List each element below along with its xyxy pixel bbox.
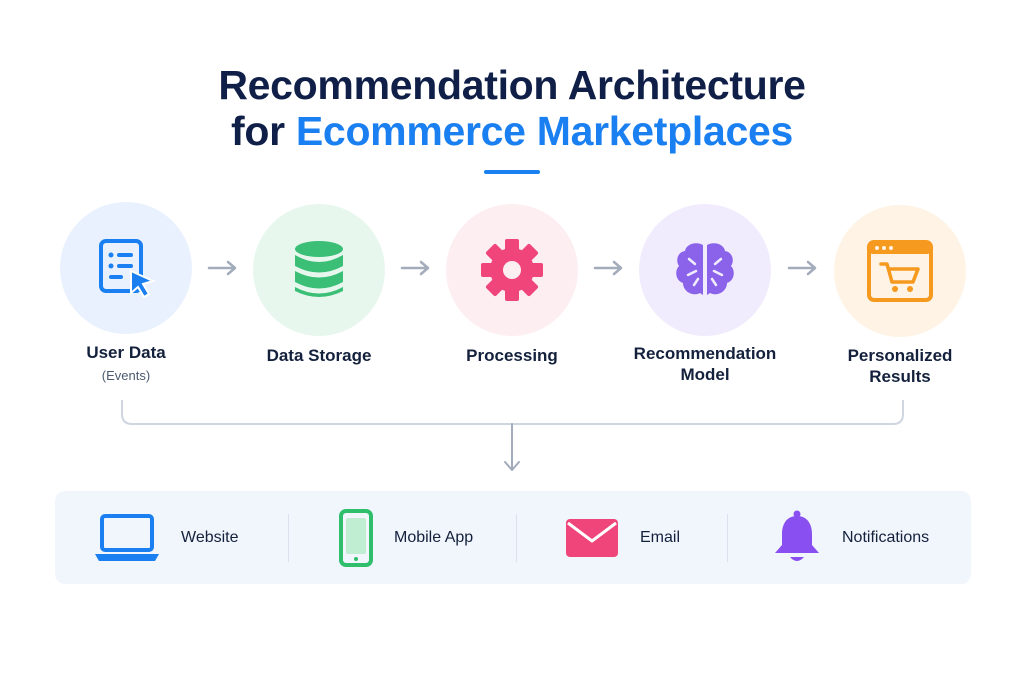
step-sublabel-user-data: (Events)	[101, 368, 151, 383]
step-label-data-storage: Data Storage	[234, 345, 404, 366]
channel-email: Email	[564, 491, 680, 584]
step-circle-data-storage	[253, 204, 385, 336]
user-data-cursor-icon	[99, 239, 156, 299]
step-label-processing: Processing	[427, 345, 597, 366]
storefront-cart-icon	[867, 240, 933, 302]
flow-arrow-2	[400, 260, 430, 276]
diagram-title: Recommendation Architecture for Ecommerc…	[0, 62, 1024, 154]
step-label-data-storage-text: Data Storage	[266, 346, 372, 365]
bell-icon	[775, 510, 819, 561]
step-label-personalized-results: Personalized Results	[815, 345, 985, 387]
channel-divider-3	[727, 514, 728, 562]
step-circle-user-data	[60, 202, 192, 334]
step-circle-processing	[446, 204, 578, 336]
email-icon	[566, 518, 618, 557]
step-label-personalized-results-text: Personalized Results	[847, 346, 953, 386]
channel-notifications: Notifications	[772, 491, 929, 584]
title-line-2: for Ecommerce Marketplaces	[0, 108, 1024, 154]
mobile-phone-icon	[339, 508, 373, 567]
channel-divider-1	[288, 514, 289, 562]
step-label-recommendation-model-text: Recommendation Model	[633, 344, 777, 384]
channel-divider-2	[516, 514, 517, 562]
flow-arrow-1	[207, 260, 237, 276]
database-icon	[295, 241, 343, 297]
laptop-icon	[95, 513, 159, 561]
step-label-user-data: User Data (Events)	[41, 342, 211, 386]
step-label-recommendation-model: Recommendation Model	[620, 343, 790, 385]
flow-arrow-3	[593, 260, 623, 276]
channel-label-mobile-app: Mobile App	[394, 528, 474, 546]
step-label-processing-text: Processing	[466, 346, 558, 365]
gear-icon	[481, 239, 543, 301]
title-line-2-highlight: Ecommerce Marketplaces	[295, 108, 793, 154]
channel-website: Website	[93, 491, 239, 584]
brain-icon	[676, 243, 734, 295]
flow-arrow-4	[787, 260, 817, 276]
channel-label-email: Email	[640, 528, 681, 546]
step-circle-recommendation-model	[639, 204, 771, 336]
step-circle-personalized-results	[834, 205, 966, 337]
channel-label-website: Website	[181, 528, 239, 546]
title-line-1: Recommendation Architecture	[218, 62, 806, 108]
step-label-user-data-text: User Data	[86, 343, 166, 362]
title-underline	[484, 170, 540, 174]
channel-label-notifications: Notifications	[842, 528, 930, 546]
delivery-channels-panel	[55, 491, 971, 584]
channel-mobile-app: Mobile App	[338, 491, 473, 584]
title-line-2-prefix: for	[231, 108, 285, 154]
